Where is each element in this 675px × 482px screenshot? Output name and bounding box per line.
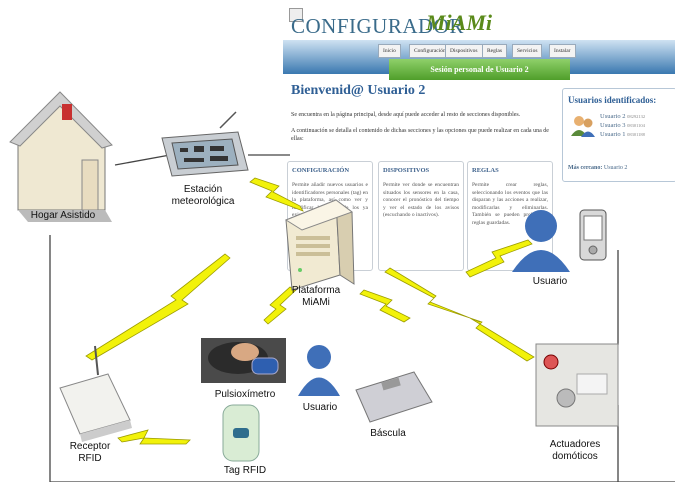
pulse-oximeter-icon xyxy=(201,338,286,383)
house-icon xyxy=(9,91,113,222)
user-icon-center xyxy=(298,345,340,396)
weather-station-icon xyxy=(161,111,249,177)
card-configuracion-title: CONFIGURACIÓN xyxy=(292,167,350,174)
pda-icon xyxy=(579,209,607,261)
card-reglas-text: Permite crear reglas, seleccionando los … xyxy=(472,182,548,226)
nav-servicios[interactable]: Servicios xyxy=(512,44,543,58)
nav-dispositivos[interactable]: Dispositivos xyxy=(445,44,483,58)
brand-title: CONFIGURADOR xyxy=(291,14,464,38)
side-user-3[interactable]: Usuario 1 08301188 xyxy=(600,131,645,138)
label-tag: Tag RFID xyxy=(223,465,267,476)
label-actuadores-2: domóticos xyxy=(552,451,598,462)
card-dispositivos-text: Permite ver donde se encuentran situados… xyxy=(383,182,459,218)
rfid-tag-icon xyxy=(222,404,260,462)
label-usuario-center: Usuario xyxy=(302,402,338,413)
label-bascula: Báscula xyxy=(370,428,406,439)
label-usuario-right: Usuario xyxy=(532,276,568,287)
lightning-platform-actuator xyxy=(384,267,535,362)
card-dispositivos-title: DISPOSITIVOS xyxy=(383,167,430,174)
side-user-1[interactable]: Usuario 2 08292132 xyxy=(600,113,646,120)
side-user-2[interactable]: Usuario 3 08301104 xyxy=(600,122,645,129)
lightning-platform-pulse xyxy=(263,286,297,325)
nav-instalar[interactable]: Instalar xyxy=(549,44,576,58)
lightning-platform-scale xyxy=(359,289,411,323)
server-icon xyxy=(284,198,355,291)
intro-text-1: Se encuentra en la página principal, des… xyxy=(291,112,521,118)
label-plataforma-1: Plataforma xyxy=(291,285,341,296)
users-group-icon xyxy=(571,116,595,137)
label-estacion-2: meteorológica xyxy=(171,196,235,207)
nav-reglas[interactable]: Reglas xyxy=(482,44,507,58)
card-reglas-title: REGLAS xyxy=(472,167,499,174)
identified-users-title: Usuarios identificados: xyxy=(568,95,657,105)
page-icon xyxy=(289,8,303,22)
scale-icon xyxy=(355,371,433,423)
lightning-platform-receptor xyxy=(85,253,231,361)
nearest-user: Más cercano: Usuario 2 xyxy=(568,165,628,171)
lightning-platform-user xyxy=(465,239,533,278)
brand-logo: MiAMi xyxy=(426,10,493,35)
label-receptor-2: RFID xyxy=(78,453,102,464)
lightning-receptor-tag xyxy=(117,429,191,445)
card-dispositivos xyxy=(378,161,464,271)
label-actuadores-1: Actuadores xyxy=(549,439,601,450)
nav-configuracion[interactable]: Configuración xyxy=(409,44,451,58)
user-icon-right xyxy=(512,210,570,272)
welcome-heading: Bienvenid@ Usuario 2 xyxy=(291,83,426,98)
home-automation-actuator-icon xyxy=(535,343,619,427)
intro-text-2: A continuación se detalla el contenido d… xyxy=(291,128,549,142)
label-hogar: Hogar Asistido xyxy=(30,210,96,221)
rfid-receiver-icon xyxy=(59,345,132,442)
nav-inicio[interactable]: Inicio xyxy=(378,44,401,58)
session-bar: Sesión personal de Usuario 2 xyxy=(389,59,570,80)
wireless-links xyxy=(85,177,535,445)
label-plataforma-2: MiAMi xyxy=(302,297,330,308)
lightning-station-platform xyxy=(249,177,304,212)
label-pulsioximetro: Pulsioxímetro xyxy=(214,389,276,400)
label-receptor-1: Receptor xyxy=(69,441,111,452)
label-estacion-1: Estación xyxy=(183,184,223,195)
